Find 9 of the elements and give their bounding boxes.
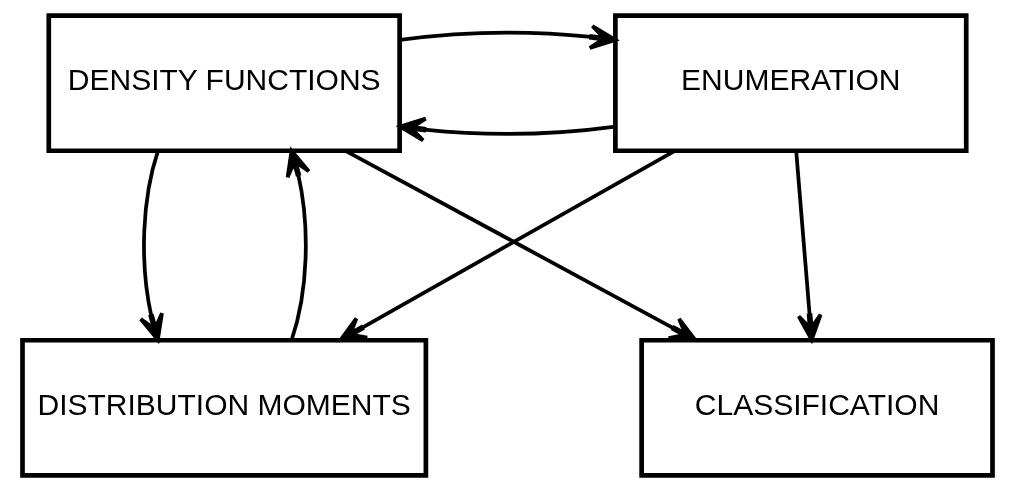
node-box: CLASSIFICATION	[638, 337, 995, 478]
node-box: ENUMERATION	[612, 13, 969, 154]
node-box: DISTRIBUTION MOMENTS	[19, 337, 428, 478]
arrow	[285, 148, 311, 341]
arrow	[397, 116, 616, 143]
arrow	[138, 150, 164, 342]
arrow	[399, 24, 617, 50]
node-box: DENSITY FUNCTIONS	[45, 13, 402, 154]
arrow	[793, 150, 822, 342]
